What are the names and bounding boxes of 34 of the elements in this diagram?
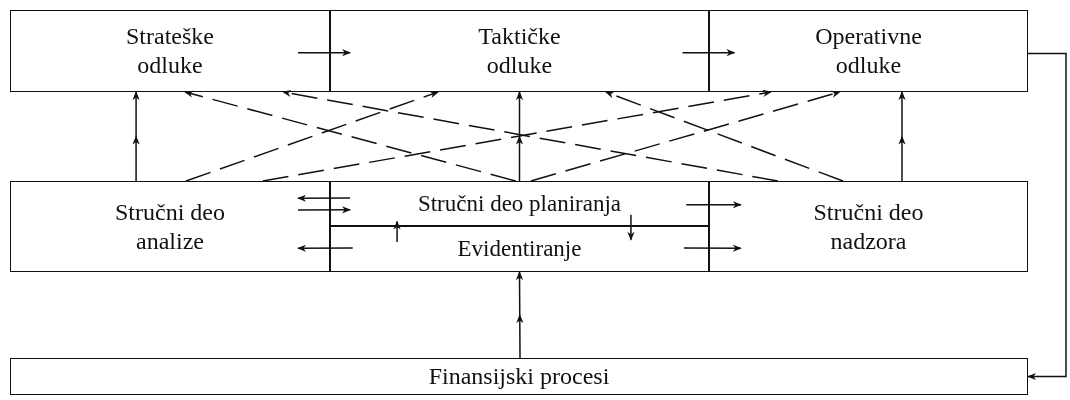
- arrow: [685, 201, 742, 209]
- box-label: Strateške odluke: [125, 22, 215, 80]
- arrow: [393, 220, 401, 243]
- arrow: [184, 90, 517, 182]
- arrow: [1027, 52, 1067, 381]
- arrow: [297, 244, 354, 252]
- arrow: [627, 214, 635, 241]
- arrow: [530, 90, 841, 182]
- process-box: [330, 181, 709, 226]
- arrow: [132, 91, 140, 182]
- arrow: [297, 194, 351, 202]
- process-box: [10, 181, 330, 272]
- arrow: [297, 49, 351, 57]
- box-label: Taktičke odluke: [477, 22, 562, 80]
- arrow: [683, 244, 742, 252]
- process-box: [10, 358, 1028, 395]
- arrow: [898, 91, 906, 182]
- arrow: [516, 271, 524, 359]
- process-box: [330, 10, 709, 92]
- arrow: [605, 91, 844, 182]
- arrow: [297, 206, 351, 214]
- arrow: [516, 91, 523, 182]
- arrow: [185, 91, 439, 182]
- box-label: Operativne odluke: [814, 22, 923, 80]
- process-box: [330, 226, 709, 272]
- box-label: Stručni deo analize: [114, 197, 226, 256]
- arrow: [681, 49, 736, 57]
- box-label: Evidentiranje: [457, 235, 582, 263]
- process-box: [709, 181, 1028, 272]
- box-label: Stručni deo nadzora: [812, 197, 925, 256]
- box-label: Stručni deo planiranja: [417, 189, 622, 218]
- process-box: [10, 10, 330, 92]
- process-box: [709, 10, 1028, 92]
- box-label: Finansijski procesi: [428, 362, 610, 391]
